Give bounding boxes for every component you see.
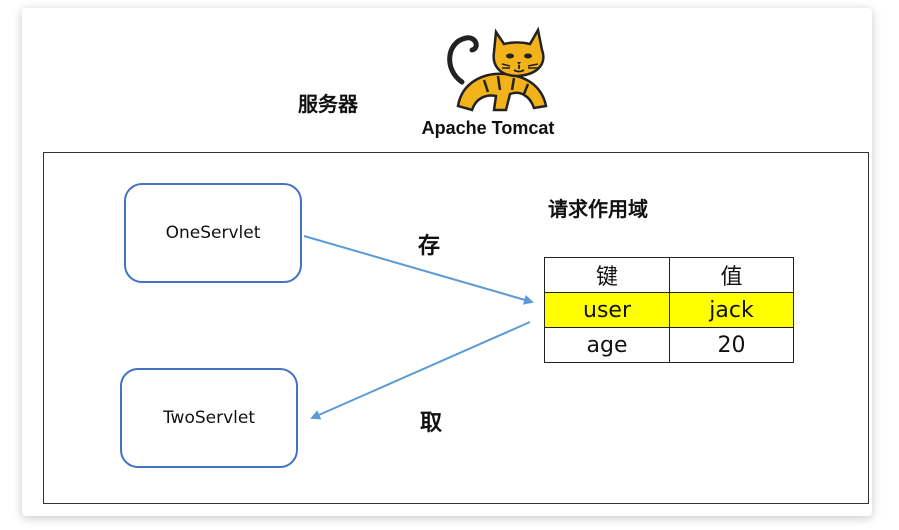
row-value: 20	[669, 327, 794, 363]
header-value: 值	[669, 257, 794, 293]
table-row: age 20	[544, 327, 794, 363]
two-servlet-box: TwoServlet	[120, 368, 298, 468]
fetch-label: 取	[420, 411, 443, 436]
table-row: user jack	[544, 292, 794, 328]
server-container	[43, 152, 869, 504]
header-key: 键	[544, 257, 670, 293]
server-label: 服务器	[298, 92, 358, 116]
one-servlet-label: OneServlet	[165, 223, 261, 243]
request-scope-table: 键 值 user jack age 20	[544, 257, 794, 363]
tomcat-cat-icon	[447, 26, 548, 112]
table-header-row: 键 值	[544, 257, 794, 293]
row-key: age	[544, 327, 670, 363]
store-label: 存	[418, 234, 441, 259]
one-servlet-box: OneServlet	[124, 183, 302, 283]
two-servlet-label: TwoServlet	[162, 408, 256, 428]
tomcat-logo: Apache Tomcat	[408, 20, 568, 142]
store-arrow	[303, 235, 534, 305]
request-scope-title: 请求作用域	[548, 197, 648, 221]
row-key: user	[544, 292, 670, 328]
logo-text: Apache Tomcat	[421, 118, 555, 138]
row-value: jack	[669, 292, 794, 328]
fetch-arrow	[310, 321, 531, 420]
